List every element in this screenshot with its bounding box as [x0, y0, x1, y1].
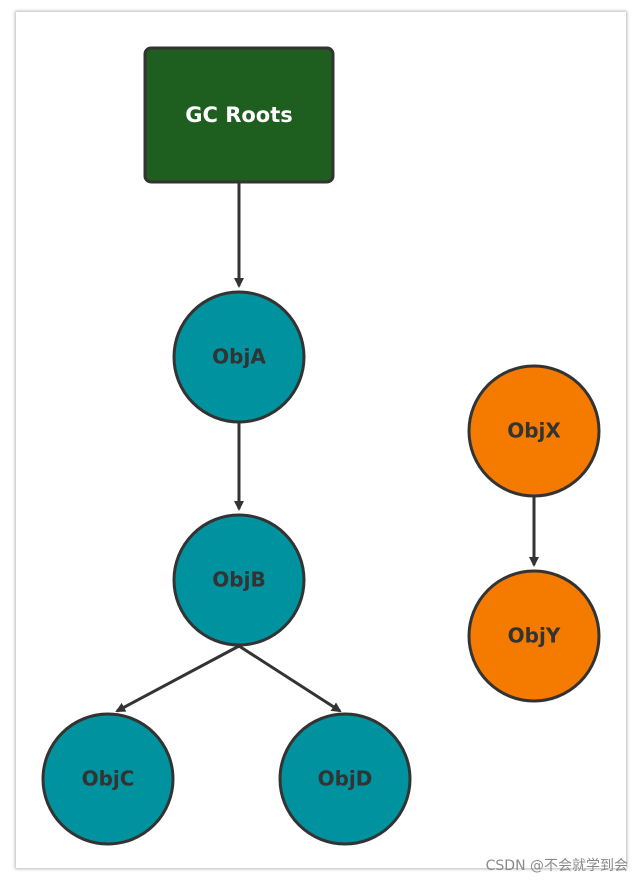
- obja-label: ObjA: [212, 345, 266, 369]
- objc-label: ObjC: [82, 767, 135, 791]
- objx-label: ObjX: [507, 419, 561, 443]
- edge-objb-to-objd: [238, 644, 342, 713]
- objd-node: ObjD: [278, 712, 412, 846]
- objy-node: ObjY: [467, 569, 601, 703]
- gc-roots-node: GC Roots: [143, 46, 335, 184]
- objx-node: ObjX: [467, 364, 601, 498]
- objb-label: ObjB: [212, 568, 265, 592]
- csdn-watermark: CSDN @不会就学到会: [485, 858, 628, 874]
- objd-label: ObjD: [318, 767, 373, 791]
- objy-label: ObjY: [508, 624, 561, 648]
- gc-roots-label: GC Roots: [185, 103, 293, 127]
- edge-objb-to-objc: [115, 644, 240, 713]
- obja-node: ObjA: [172, 290, 306, 424]
- objc-node: ObjC: [41, 712, 175, 846]
- objb-node: ObjB: [172, 513, 306, 647]
